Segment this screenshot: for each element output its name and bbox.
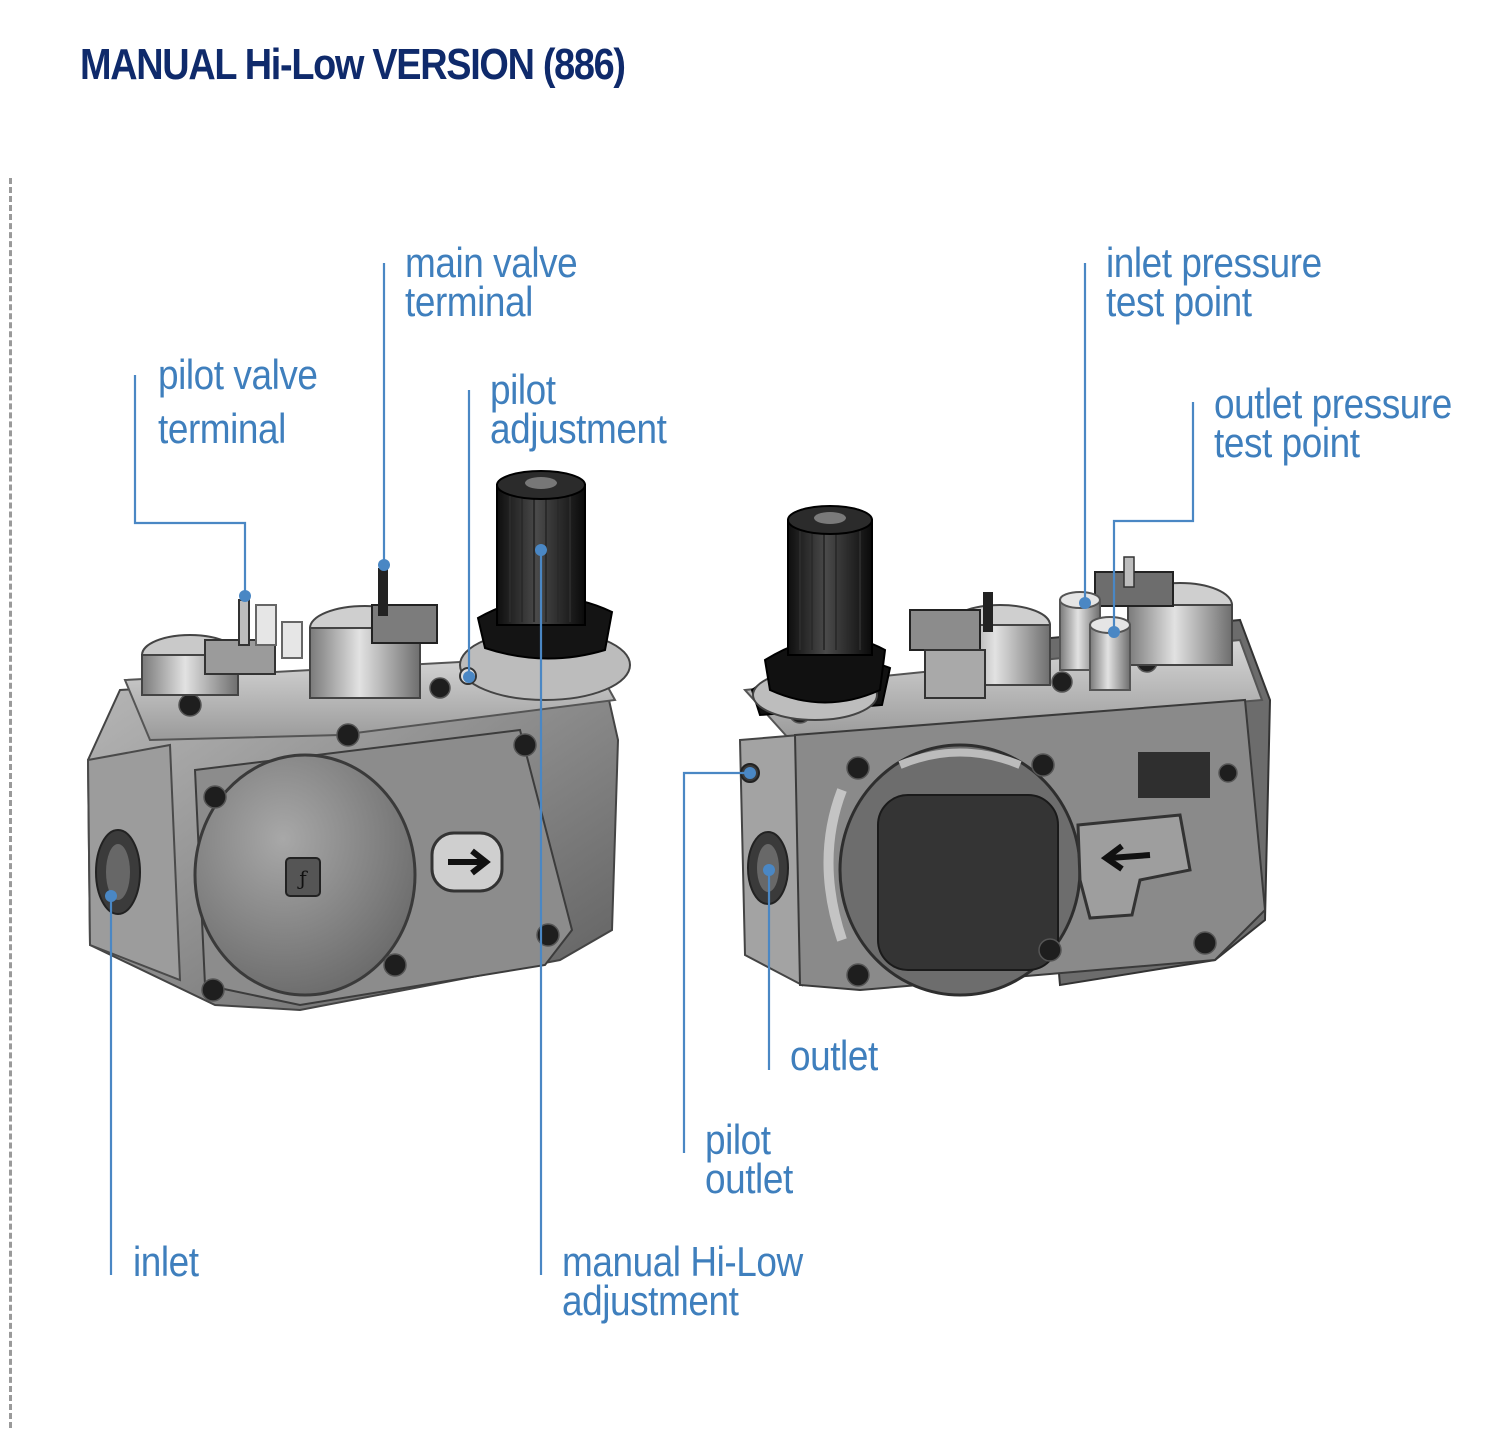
dot-outlet-pressure xyxy=(1108,626,1120,638)
dot-pilot-adjustment xyxy=(463,671,475,683)
dashed-border xyxy=(9,178,12,1428)
leader-pilot-outlet xyxy=(682,771,750,1153)
svg-text:ƒ: ƒ xyxy=(297,866,308,890)
leader-lines xyxy=(109,263,1195,1275)
dot-inlet-pressure xyxy=(1079,597,1091,609)
left-valve-illustration: ƒ xyxy=(86,470,631,1012)
dot-inlet xyxy=(105,890,117,902)
label-outlet: outlet xyxy=(790,1032,878,1079)
label-inlet: inlet xyxy=(133,1238,199,1285)
dot-manual-hi-low xyxy=(535,544,547,556)
right-valve-illustration xyxy=(738,505,1272,997)
leader-outlet-pressure xyxy=(1112,402,1195,632)
dot-main-valve-terminal xyxy=(378,559,390,571)
dot-pilot-outlet xyxy=(744,767,756,779)
page-title: MANUAL Hi-Low VERSION (886) xyxy=(80,40,626,89)
leader-pilot-valve-terminal xyxy=(133,375,247,596)
dot-outlet xyxy=(763,864,775,876)
leader-dots xyxy=(105,544,1120,902)
dot-pilot-valve-terminal xyxy=(239,590,251,602)
